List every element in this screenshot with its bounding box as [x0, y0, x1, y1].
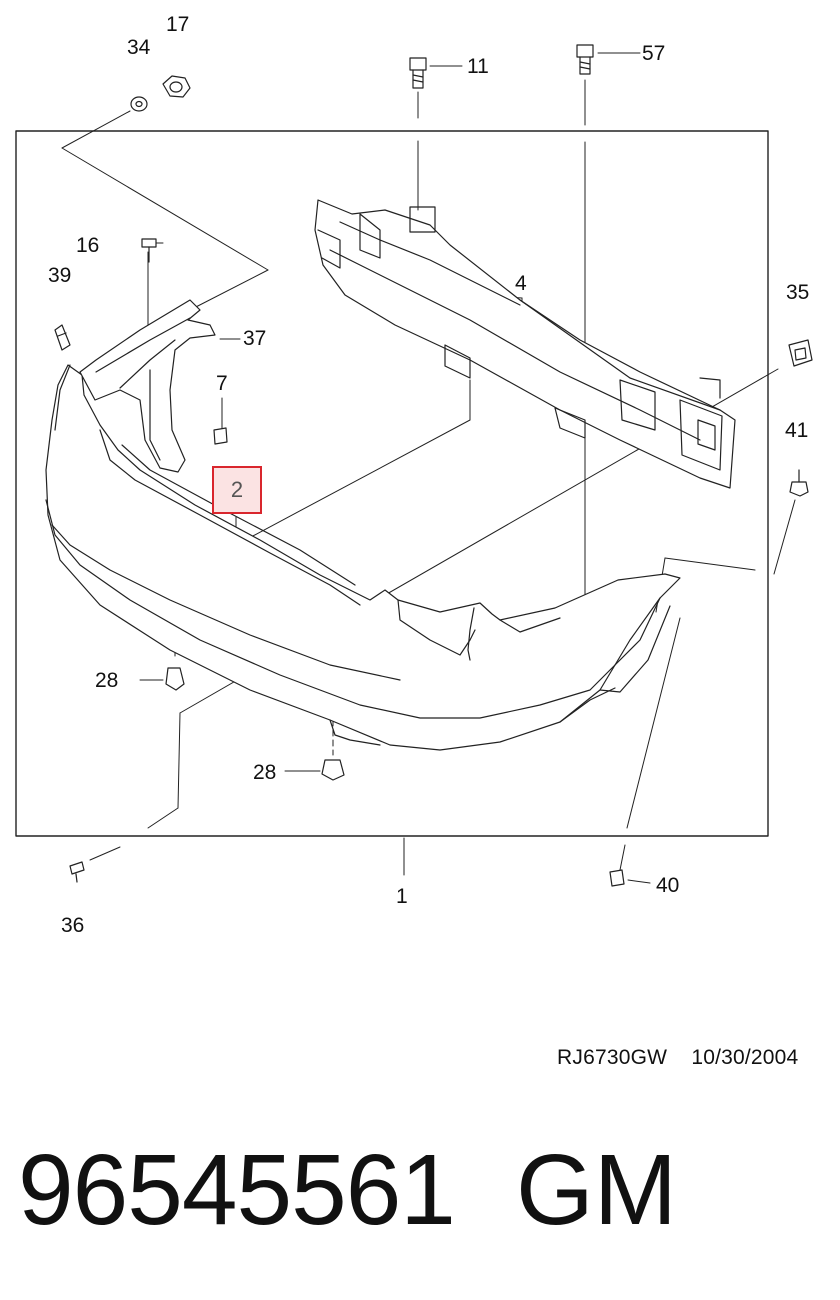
callout-34: 34: [127, 36, 151, 59]
callout-37: 37: [243, 327, 267, 350]
bumper-fascia: [45, 364, 681, 751]
part-number: 96545561: [18, 1134, 456, 1246]
callout-39: 39: [48, 264, 72, 287]
drawing-date: 10/30/2004: [691, 1046, 799, 1069]
callout-41: 41: [785, 419, 809, 442]
callout-2-highlighted[interactable]: 2: [212, 466, 262, 514]
leader-lines: [61, 52, 796, 884]
callout-16: 16: [76, 234, 100, 257]
drawing-code: RJ6730GW: [557, 1046, 668, 1069]
side-bracket: [79, 299, 216, 473]
callout-40: 40: [656, 874, 680, 897]
callout-4: 4: [515, 272, 527, 295]
nut-icon: [162, 75, 191, 98]
retainer-icon: [321, 759, 345, 781]
callout-7: 7: [216, 372, 228, 395]
washer-icon: [130, 96, 148, 112]
callout-1: 1: [396, 885, 408, 908]
callout-28-left: 28: [95, 669, 119, 692]
callout-36: 36: [61, 914, 85, 937]
clip-icon: [213, 427, 228, 445]
screw-icon: [609, 869, 625, 887]
clip-icon: [54, 324, 71, 351]
brand-name: GM: [516, 1134, 678, 1246]
assembly-frame: [15, 130, 769, 837]
retainer-icon: [165, 667, 185, 691]
callout-17: 17: [166, 13, 190, 36]
callout-28-center: 28: [253, 761, 277, 784]
screw-icon: [69, 861, 85, 883]
retainer-icon: [788, 339, 813, 367]
bolt-icon: [409, 57, 427, 89]
retainer-icon: [789, 469, 809, 497]
callout-35: 35: [786, 281, 810, 304]
bumper-reinforcement-beam: [314, 199, 736, 489]
callout-57: 57: [642, 42, 666, 65]
drawing-reference: RJ6730GW 10/30/2004: [557, 1046, 798, 1070]
callout-11: 11: [467, 55, 489, 78]
exploded-parts-diagram: [15, 44, 813, 887]
screw-icon: [141, 238, 157, 263]
bolt-icon: [576, 44, 594, 75]
